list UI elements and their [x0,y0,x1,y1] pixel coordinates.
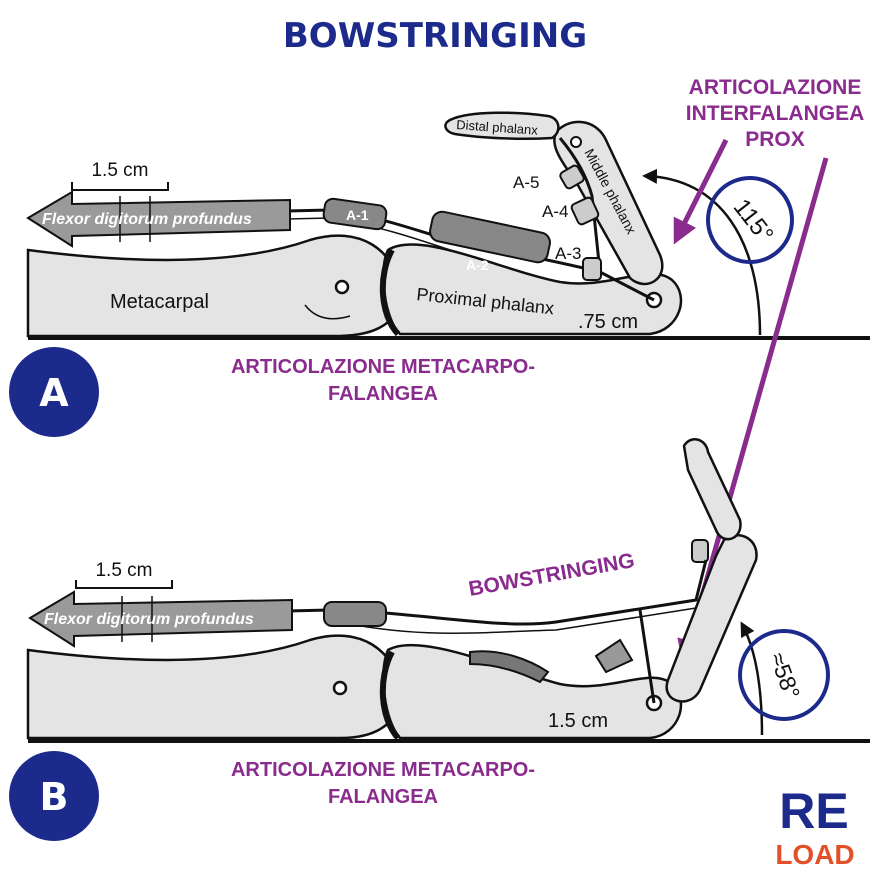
pip-label-line-2: INTERFALANGEA [686,102,865,125]
muscle-label-a: Flexor digitorum profundus [42,211,252,228]
panel-badge-a [9,347,99,437]
panel-badge-b-text: B [40,775,69,819]
distal-phalanx-bone-b [682,438,742,541]
bowstringing-label: BOWSTRINGING [467,549,636,601]
muscle-pull-arrow-inner-b [121,596,153,642]
panel-badge-b [9,751,99,841]
metacarpal-shading-a [304,304,351,320]
scale-label-a: 1.5 cm [91,160,148,181]
pulley-a2 [429,210,551,264]
mcp-joint-cartilage-a [379,248,401,337]
angle-arc-a [642,168,762,336]
pip-label-line-3: PROX [745,128,805,151]
panel-badge-a-text: A [39,371,69,415]
distal-phalanx-bone-a [444,111,560,141]
mcp-joint-cartilage-b [379,650,401,741]
dip-joint-pivot-a [570,136,582,148]
pulley-label-a2: A-2 [466,257,489,273]
metacarpal-bone-b [26,634,402,740]
middle-phalanx-bone-a [553,120,664,286]
pulley-a5-b [691,539,709,563]
logo-line-2: LOAD [775,839,854,870]
muscle-pull-arrow-a [26,190,291,248]
scale-bar-a [71,182,169,191]
pulley-label-a3: A-3 [555,244,581,263]
panel-a: Flexor digitorum profundus 1.5 cm Metaca… [9,76,870,437]
pip-pointer-arrow-a [673,138,729,245]
reload-logo: RE LOAD [775,783,854,870]
torn-pulley-a3-b [594,638,634,674]
pip-label-line-1: ARTICOLAZIONE [689,76,862,99]
page-title: BOWSTRINGING [283,16,587,56]
scale-bar-b [75,580,173,589]
logo-line-1: RE [779,783,848,839]
angle-label-b: ≈58° [765,649,806,702]
angle-circle-b [738,629,830,721]
angle-label-a: 115° [728,194,779,248]
proximal-phalanx-bone-b [382,643,683,740]
moment-arm-label-a: .75 cm [578,311,638,333]
middle-phalanx-bone-b [665,534,758,703]
pulley-label-a4: A-4 [542,202,568,221]
pulley-a3 [582,257,602,281]
muscle-pull-arrow-inner-a [119,196,151,242]
muscle-label-b: Flexor digitorum profundus [44,611,254,628]
moment-arm-label-b: 1.5 cm [548,710,608,732]
mcp-label-b-line-2: FALANGEA [328,786,438,808]
pulley-a1 [322,197,388,231]
scale-label-b: 1.5 cm [95,560,152,581]
moment-arm-line-b [638,609,656,704]
angle-arc-b [740,621,764,736]
mcp-joint-pivot-a [334,279,350,295]
mcp-label-a-line-1: ARTICOLAZIONE METACARPO- [231,356,535,378]
pulley-a5 [559,164,585,190]
pulley-a4 [570,196,600,226]
pulley-a1-b [323,601,387,627]
panel-b: Flexor digitorum profundus 1.5 cm 1.5 cm… [9,438,870,841]
muscle-pull-arrow-b [28,590,293,648]
pulley-label-a5: A-5 [513,173,539,192]
distal-phalanx-label: Distal phalanx [456,117,539,138]
metacarpal-label: Metacarpal [110,291,209,313]
moment-arm-line-a [599,270,655,302]
angle-circle-a [706,176,794,264]
pulley-label-a1: A-1 [346,207,369,223]
mcp-label-a-line-2: FALANGEA [328,383,438,405]
mcp-joint-pivot-b [332,680,348,696]
torn-pulley-a2-b [469,650,550,684]
metacarpal-bone-a [26,234,402,338]
mcp-label-b-line-1: ARTICOLAZIONE METACARPO- [231,759,535,781]
